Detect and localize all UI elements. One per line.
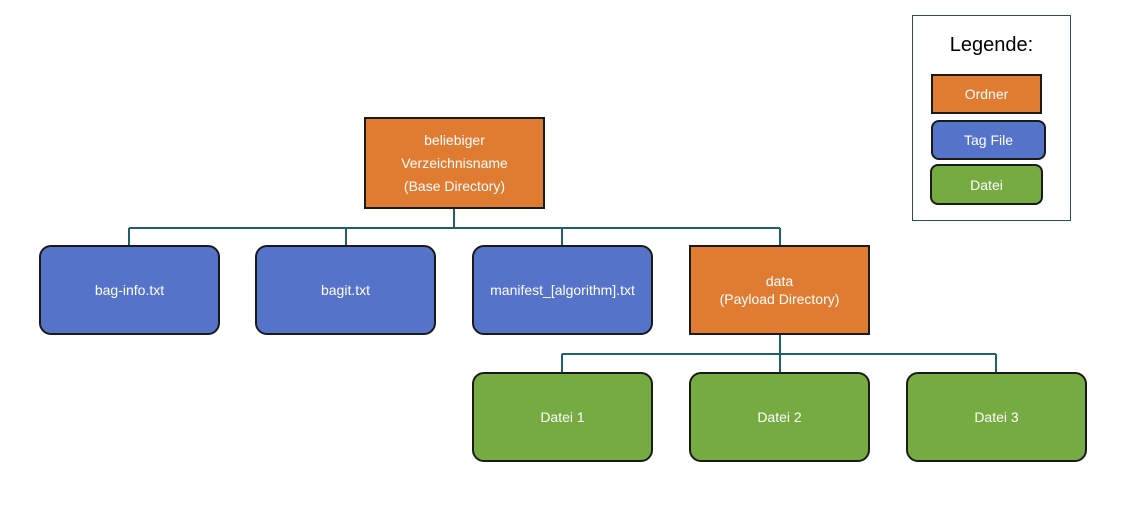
base-directory-node: beliebiger Verzeichnisname (Base Directo… bbox=[364, 117, 545, 209]
file-node-2: Datei 2 bbox=[689, 372, 870, 462]
legend-folder-label: Ordner bbox=[964, 86, 1009, 102]
legend-tag-file-label: Tag File bbox=[963, 132, 1014, 148]
base-directory-line2: Verzeichnisname bbox=[401, 154, 508, 171]
file-label-2: Datei 2 bbox=[757, 409, 802, 425]
bagit-label: bagit.txt bbox=[320, 282, 371, 298]
bag-info-label: bag-info.txt bbox=[94, 282, 165, 298]
bagit-node: bagit.txt bbox=[255, 245, 436, 335]
payload-directory-node: data (Payload Directory) bbox=[689, 245, 870, 335]
manifest-label: manifest_[algorithm].txt bbox=[490, 282, 635, 298]
legend: Legende: Ordner Tag File Datei bbox=[912, 15, 1071, 221]
payload-directory-line1: data bbox=[765, 273, 794, 289]
file-node-3: Datei 3 bbox=[906, 372, 1087, 462]
file-label-3: Datei 3 bbox=[974, 409, 1019, 425]
file-label-1: Datei 1 bbox=[540, 409, 585, 425]
base-directory-line1: beliebiger bbox=[424, 131, 485, 148]
legend-item-file: Datei bbox=[930, 164, 1043, 205]
legend-title: Legende: bbox=[949, 34, 1034, 56]
legend-item-folder: Ordner bbox=[931, 74, 1042, 114]
payload-directory-line2: (Payload Directory) bbox=[719, 291, 840, 307]
base-directory-line3: (Base Directory) bbox=[403, 177, 506, 194]
file-node-1: Datei 1 bbox=[472, 372, 653, 462]
bag-info-node: bag-info.txt bbox=[39, 245, 220, 335]
legend-file-label: Datei bbox=[970, 176, 1003, 193]
legend-item-tag-file: Tag File bbox=[931, 120, 1046, 160]
manifest-node: manifest_[algorithm].txt bbox=[472, 245, 653, 335]
